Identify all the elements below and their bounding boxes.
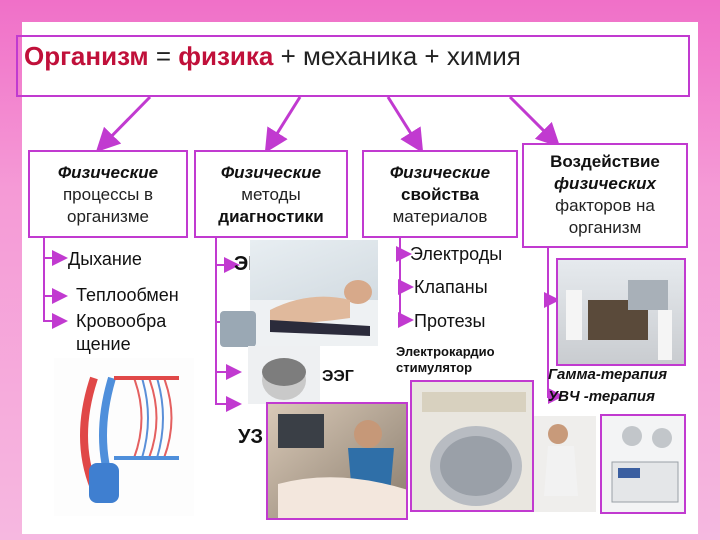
- material-valves: Клапаны: [414, 277, 488, 297]
- arrow-to-materials: [386, 96, 424, 154]
- process-heat-exchange: Теплообмен: [76, 285, 179, 305]
- material-electrodes: Электроды: [410, 244, 503, 264]
- pacemaker-photo: [410, 380, 534, 512]
- title-organism: Организм: [24, 41, 149, 71]
- title-eq: =: [148, 41, 179, 71]
- ultrasound-photo: [266, 402, 408, 520]
- category-factors: Воздействие физических факторов на орган…: [522, 143, 688, 248]
- arrow-to-processes: [95, 95, 152, 153]
- arrow-to-factors: [508, 95, 561, 148]
- label-ultrasound: УЗ: [238, 426, 263, 448]
- process-circulation-1: Кровообра: [76, 311, 167, 331]
- gamma-therapy-photo: [556, 258, 686, 366]
- ecg-patient-photo: [250, 240, 378, 346]
- category-diagnostics: Физические методы диагностики: [194, 150, 348, 238]
- ecg-device-photo: [220, 311, 256, 347]
- arrow-to-diagnostics: [264, 96, 302, 154]
- title-physics: физика: [178, 41, 274, 71]
- eeg-cap-photo: [248, 346, 320, 404]
- circulation-diagram-image: [54, 358, 194, 516]
- uhf-patient-photo: [534, 416, 596, 512]
- pacemaker-label-1: Электрокардио: [396, 344, 495, 359]
- title-rest: + механика + химия: [273, 41, 521, 71]
- process-breathing: Дыхание: [68, 249, 142, 269]
- therapy-uhf: УВЧ -терапия: [548, 388, 655, 405]
- pacemaker-label-2: стимулятор: [396, 360, 473, 375]
- material-prosthesis: Протезы: [414, 311, 486, 331]
- label-eeg: ЭЭГ: [322, 368, 354, 385]
- category-materials: Физические свойства материалов: [362, 150, 518, 238]
- category-processes: Физические процессы в организме: [28, 150, 188, 238]
- uhf-device-photo: [600, 414, 686, 514]
- process-circulation-2: щение: [76, 334, 131, 354]
- therapy-gamma: Гамма-терапия: [548, 366, 668, 383]
- title-box: Организм = физика + механика + химия: [16, 35, 690, 97]
